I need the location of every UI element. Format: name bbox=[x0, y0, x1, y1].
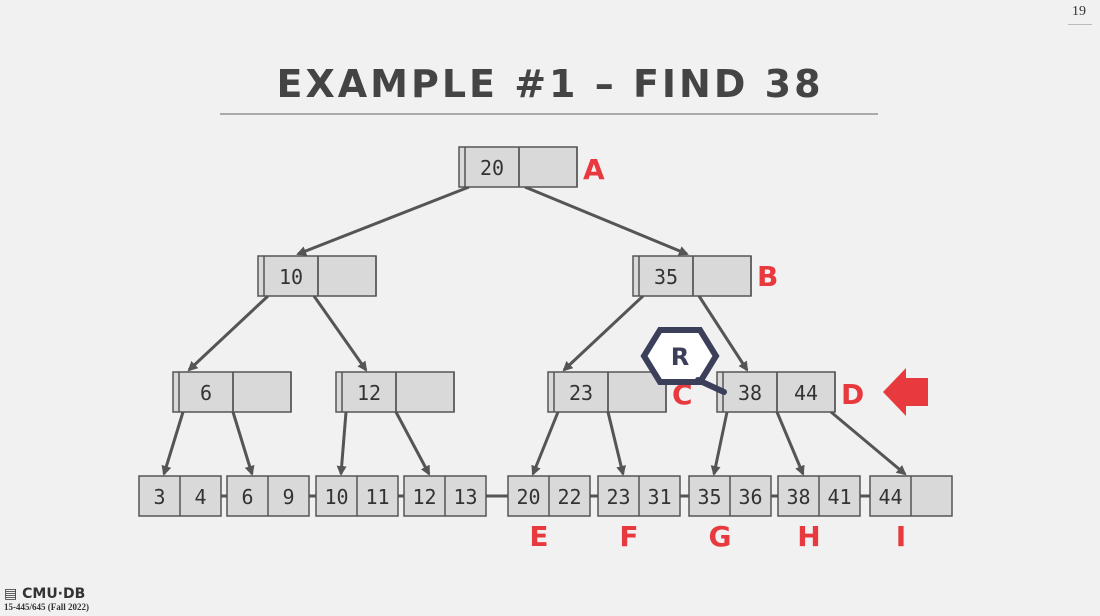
node-label-c: C bbox=[672, 378, 693, 411]
leaf-key: 11 bbox=[365, 485, 389, 509]
tree-edge bbox=[606, 411, 626, 476]
right-arrow-icon bbox=[883, 368, 928, 416]
leaf-label: E bbox=[529, 520, 548, 553]
leaf-key: 31 bbox=[647, 485, 671, 509]
cmu-db-logo: ▤ CMU·DB bbox=[4, 586, 89, 602]
leaf-node: 23 31 bbox=[597, 475, 681, 517]
leaf-node: 38 41 bbox=[777, 475, 861, 517]
node-label-d: D bbox=[841, 378, 864, 411]
tree-edge bbox=[775, 411, 805, 476]
leaf-key: 10 bbox=[324, 485, 348, 509]
inner-node-level2: 38 44 bbox=[716, 371, 836, 413]
tree-edge bbox=[187, 294, 270, 372]
leaf-key: 41 bbox=[827, 485, 851, 509]
slide-number: 19 bbox=[1072, 4, 1086, 19]
tree-edge bbox=[697, 295, 749, 372]
leaf-key: 12 bbox=[412, 485, 436, 509]
leaf-node: 35 36 bbox=[688, 475, 772, 517]
leaf-key: 38 bbox=[786, 485, 810, 509]
node-key: 35 bbox=[654, 265, 678, 289]
leaf-key: 13 bbox=[453, 485, 477, 509]
inner-node-level1: 35 bbox=[632, 255, 752, 297]
leaf-key: 35 bbox=[697, 485, 721, 509]
leaf-key: 36 bbox=[738, 485, 762, 509]
leaf-label: G bbox=[709, 520, 732, 553]
slide-title: EXAMPLE #1 – FIND 38 bbox=[276, 62, 824, 106]
leaf-key: 6 bbox=[241, 485, 253, 509]
node-key: 6 bbox=[200, 381, 212, 405]
tree-edge bbox=[312, 295, 368, 372]
tree-edge bbox=[231, 411, 255, 476]
tree-edge bbox=[524, 185, 689, 256]
leaf-key: 22 bbox=[557, 485, 581, 509]
leaf-node: 10 11 bbox=[315, 475, 399, 517]
node-label-b: B bbox=[757, 260, 778, 293]
tree-edge bbox=[161, 411, 185, 476]
slide-number-rule bbox=[1068, 24, 1092, 25]
leaf-key: 4 bbox=[194, 485, 206, 509]
node-key: 44 bbox=[794, 381, 818, 405]
leaf-node: 12 13 bbox=[403, 475, 487, 517]
tree-edge bbox=[336, 411, 348, 476]
footer: ▤ CMU·DB 15-445/645 (Fall 2022) bbox=[4, 586, 89, 612]
node-root: 20 bbox=[458, 146, 578, 188]
leaf-label: I bbox=[896, 520, 906, 553]
inner-node-level1: 10 bbox=[257, 255, 377, 297]
tree-edge bbox=[531, 411, 560, 476]
cursor-label: R bbox=[671, 343, 689, 371]
node-key: 10 bbox=[279, 265, 303, 289]
logo-text: CMU·DB bbox=[22, 586, 86, 602]
leaf-label: H bbox=[797, 520, 820, 553]
tree-edge bbox=[710, 411, 729, 476]
inner-node-level2: 12 bbox=[335, 371, 455, 413]
course-label: 15-445/645 (Fall 2022) bbox=[4, 602, 89, 612]
title-underline bbox=[220, 113, 878, 115]
node-label-a: A bbox=[583, 153, 605, 186]
leaf-key: 20 bbox=[516, 485, 540, 509]
leaf-key: 9 bbox=[282, 485, 294, 509]
node-key: 20 bbox=[480, 156, 504, 180]
node-key: 38 bbox=[738, 381, 762, 405]
database-icon: ▤ bbox=[4, 586, 18, 602]
leaf-node: 44 bbox=[869, 475, 953, 517]
inner-node-level2: 23 bbox=[547, 371, 667, 413]
node-key: 23 bbox=[569, 381, 593, 405]
tree-edge bbox=[296, 185, 470, 256]
leaf-key: 3 bbox=[153, 485, 165, 509]
tree-edge bbox=[830, 410, 907, 476]
tree-edge bbox=[562, 294, 645, 372]
leaf-label: F bbox=[619, 520, 638, 553]
tree-edge bbox=[394, 411, 431, 476]
leaf-key: 44 bbox=[878, 485, 902, 509]
leaf-key: 23 bbox=[606, 485, 630, 509]
inner-node-level2: 6 bbox=[172, 371, 292, 413]
node-key: 12 bbox=[357, 381, 381, 405]
read-latch-cursor: R bbox=[640, 327, 727, 395]
